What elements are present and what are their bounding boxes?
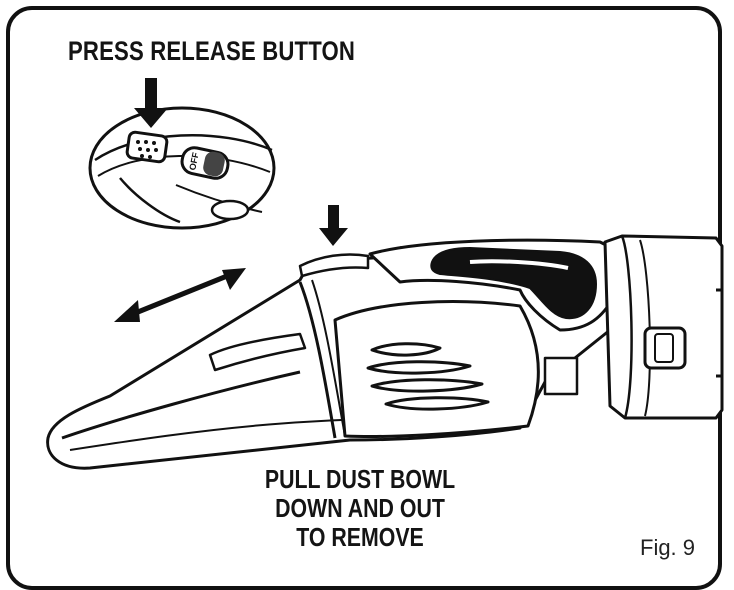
release-button-inset: OFF xyxy=(88,106,276,230)
instruction-line-2: DOWN AND OUT xyxy=(275,493,445,523)
figure-label: Fig. 9 xyxy=(640,535,696,560)
instruction-text: PULL DUST BOWL DOWN AND OUT TO REMOVE xyxy=(200,465,520,552)
hand-vacuum-body xyxy=(46,234,724,470)
pull-direction-arrow-icon xyxy=(114,268,246,322)
off-switch-icon: OFF xyxy=(180,146,230,180)
instruction-line-3: TO REMOVE xyxy=(296,522,424,552)
release-button-icon xyxy=(125,130,169,164)
release-down-arrow-icon xyxy=(319,205,348,246)
page-title: PRESS RELEASE BUTTON xyxy=(68,36,356,66)
vacuum-illustration: OFF xyxy=(46,78,724,470)
inset-down-arrow-icon xyxy=(134,78,168,128)
instruction-line-1: PULL DUST BOWL xyxy=(264,464,456,494)
switch-label: OFF xyxy=(187,151,201,171)
